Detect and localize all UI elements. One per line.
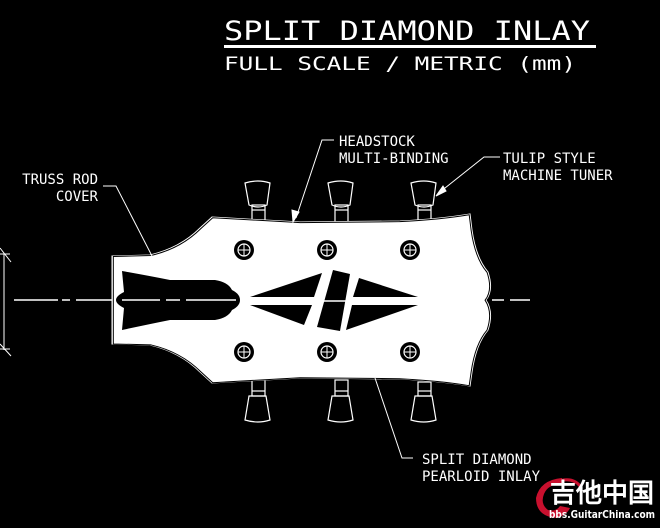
tuners-bottom — [244, 379, 437, 423]
title-subtitle: FULL SCALE / METRIC (mm) — [224, 53, 576, 75]
leader-tuner — [439, 156, 500, 193]
tuner-icon — [327, 180, 354, 224]
tuner-hole-icon — [234, 240, 254, 260]
binding-line — [112, 214, 491, 387]
svg-text:TRUSS ROD: TRUSS ROD — [22, 172, 98, 188]
tuner-hole-icon — [234, 342, 254, 362]
tuner-hole-icon — [317, 240, 337, 260]
svg-text:SPLIT DIAMOND: SPLIT DIAMOND — [422, 452, 532, 468]
svg-text:MULTI-BINDING: MULTI-BINDING — [339, 151, 449, 167]
leader-headstock — [295, 139, 334, 219]
svg-text:PEARLOID INLAY: PEARLOID INLAY — [422, 469, 541, 485]
callout-tuner: TULIP STYLE MACHINE TUNER — [503, 151, 613, 184]
title-main: SPLIT DIAMOND INLAY — [224, 16, 590, 47]
dragon-logo-icon — [536, 478, 570, 518]
tuner-icon — [327, 379, 354, 423]
svg-text:TULIP STYLE: TULIP STYLE — [503, 151, 596, 167]
tuner-icon — [410, 180, 437, 222]
watermark: 吉他中国 bbs.GuitarChina.com — [536, 478, 655, 521]
centerline — [14, 299, 530, 302]
tuner-holes — [234, 240, 420, 362]
tuner-hole-icon — [400, 240, 420, 260]
callout-truss-rod: TRUSS ROD COVER — [22, 172, 98, 205]
svg-text:MACHINE TUNER: MACHINE TUNER — [503, 168, 613, 184]
leader-lines — [103, 139, 500, 459]
title-underline — [224, 45, 596, 48]
tuner-icon — [410, 381, 437, 423]
tuner-icon — [244, 379, 271, 423]
tuner-hole-icon — [317, 342, 337, 362]
watermark-url: bbs.GuitarChina.com — [549, 508, 655, 521]
svg-text:COVER: COVER — [56, 189, 99, 205]
arrowhead-icon — [435, 185, 447, 197]
tuners-top — [244, 180, 437, 224]
callout-headstock-binding: HEADSTOCK MULTI-BINDING — [339, 134, 449, 167]
watermark-chinese: 吉他中国 — [550, 479, 654, 509]
dimension-marker — [0, 247, 12, 357]
callout-inlay: SPLIT DIAMOND PEARLOID INLAY — [422, 452, 541, 485]
tuner-hole-icon — [400, 342, 420, 362]
svg-text:HEADSTOCK: HEADSTOCK — [339, 134, 415, 150]
tuner-icon — [244, 180, 271, 224]
split-diamond-inlay — [250, 270, 418, 331]
arrowhead-icon — [291, 209, 300, 224]
leader-inlay — [374, 377, 413, 459]
leader-truss-rod — [103, 185, 153, 257]
